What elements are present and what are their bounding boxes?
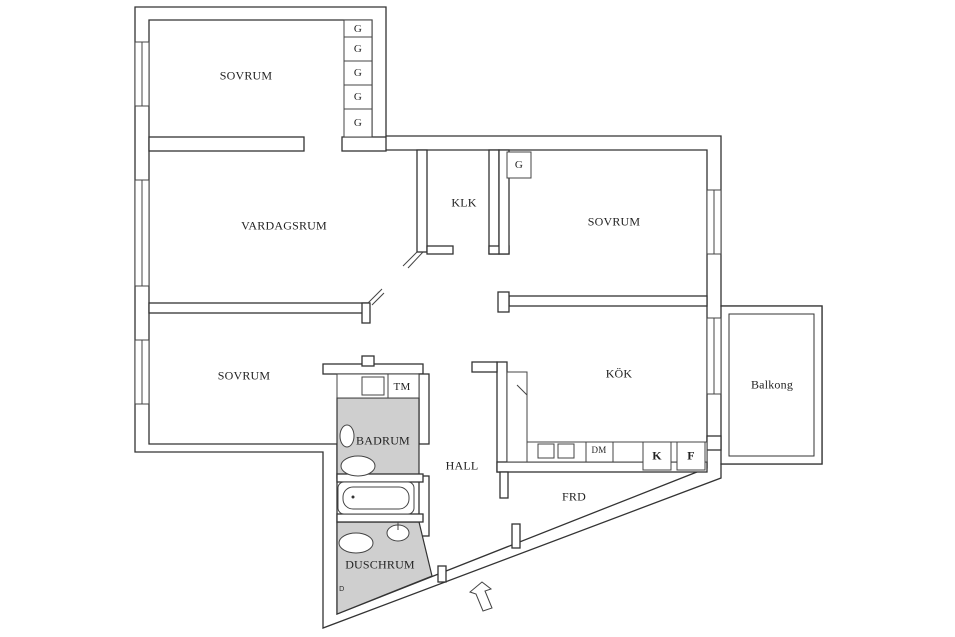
label-klk: KLK — [451, 195, 477, 210]
label-vardagsrum: VARDAGSRUM — [241, 218, 327, 233]
label-balkong: Balkong — [750, 377, 794, 392]
label-hall: HALL — [445, 458, 479, 473]
window-icon — [134, 41, 722, 405]
label-wardrobe-2: G — [353, 43, 363, 55]
entrance-arrow-icon — [468, 581, 493, 612]
label-wardrobe-3: G — [353, 67, 363, 79]
label-sovrum-left: SOVRUM — [217, 368, 271, 383]
label-wardrobe-klk: G — [514, 159, 524, 171]
wardrobe-column — [343, 19, 373, 138]
label-sovrum-top: SOVRUM — [219, 68, 273, 83]
wall-sovrum-top — [148, 136, 305, 152]
label-dm: DM — [591, 445, 607, 455]
label-k: K — [652, 448, 662, 463]
label-f: F — [687, 448, 695, 463]
label-kok: KÖK — [605, 366, 633, 381]
label-sovrum-right: SOVRUM — [587, 214, 641, 229]
label-wardrobe-1: G — [353, 23, 363, 35]
kitchen-counter-left — [506, 371, 528, 463]
label-badrum: BADRUM — [356, 433, 410, 448]
label-wardrobe-5: G — [353, 117, 363, 129]
label-wardrobe-4: G — [353, 91, 363, 103]
label-duschrum: DUSCHRUM — [345, 557, 415, 572]
label-frd: FRD — [562, 489, 586, 504]
svg-text:D: D — [339, 585, 344, 593]
label-tm: TM — [393, 381, 411, 393]
